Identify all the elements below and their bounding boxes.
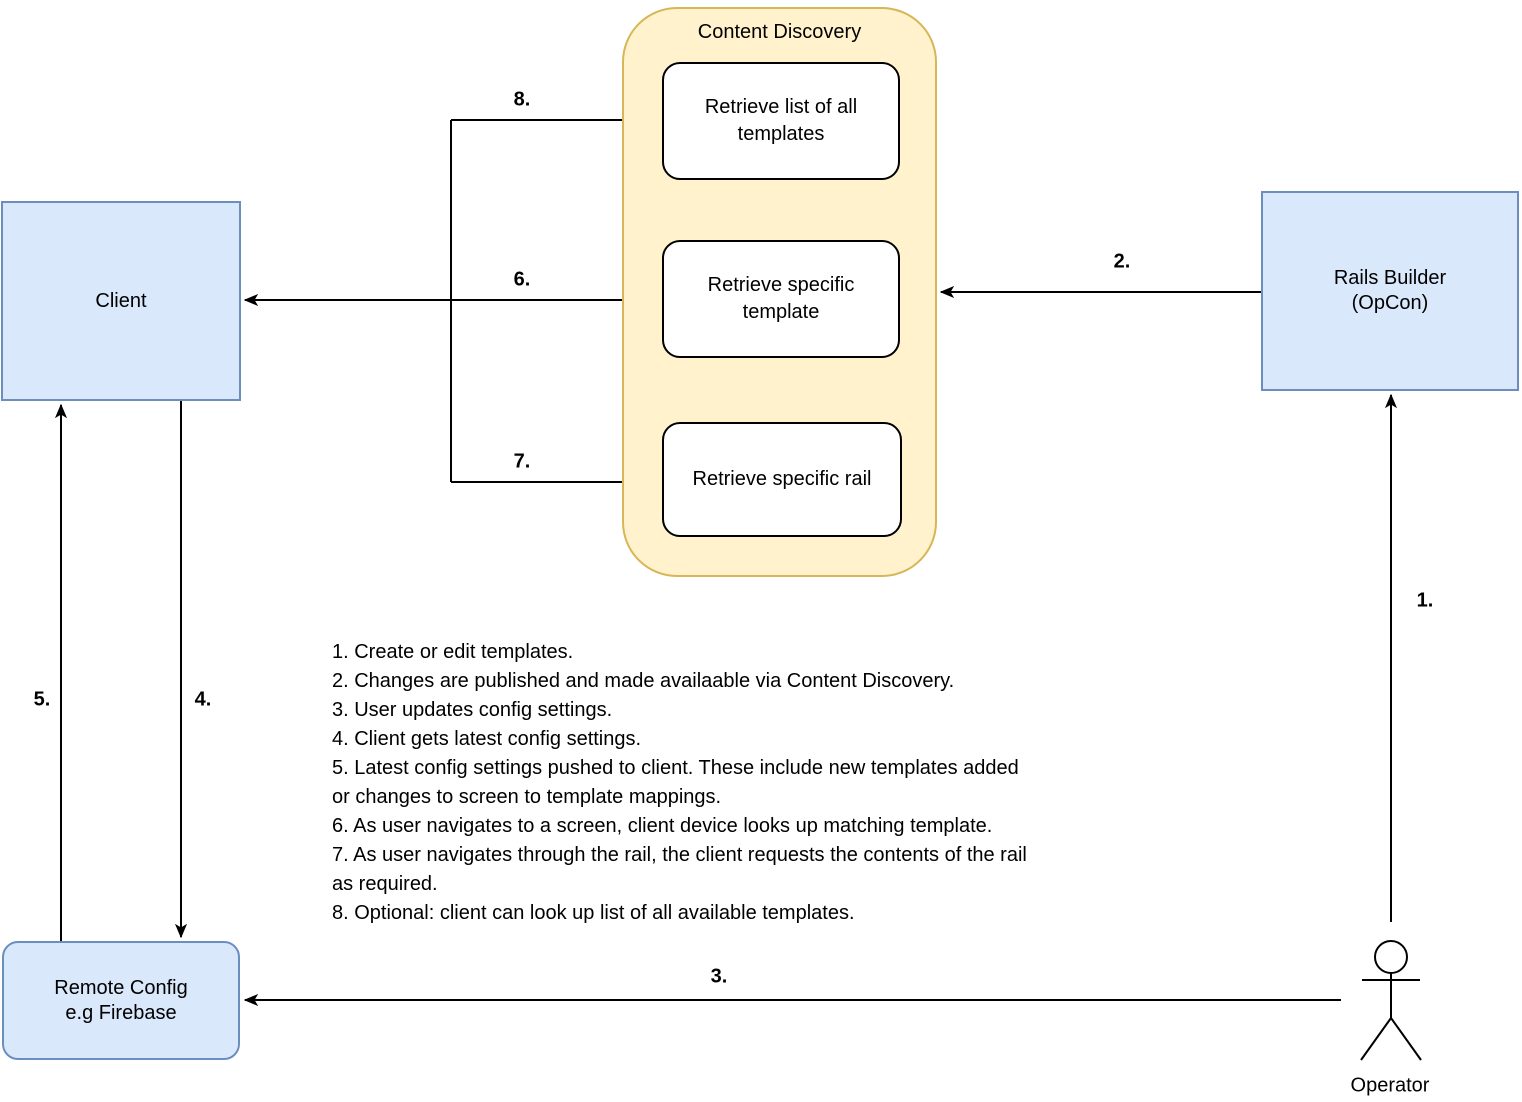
arrow-label-2: 2.	[1113, 250, 1131, 273]
note-line: 6. As user navigates to a screen, client…	[332, 815, 993, 837]
node-rails-builder-label-line1: Rails Builder	[1333, 267, 1447, 289]
node-retrieve-list-label: Retrieve list of all templates	[704, 96, 858, 145]
node-operator-label: Operator	[1350, 1074, 1430, 1097]
flow-notes: 1. Create or edit templates. 2. Changes …	[332, 638, 1212, 928]
node-retrieve-list-of-all-templates: Retrieve list of all templates	[662, 62, 900, 180]
node-retrieve-rail-label: Retrieve specific rail	[692, 468, 872, 490]
note-line: 1. Create or edit templates.	[332, 641, 574, 663]
node-retrieve-specific-template: Retrieve specific template	[662, 240, 900, 358]
group-content-discovery-title: Content Discovery	[697, 21, 862, 43]
note-line: 4. Client gets latest config settings.	[332, 728, 642, 750]
note-line: 3. User updates config settings.	[332, 699, 613, 721]
arrow-label-5: 5.	[33, 688, 51, 711]
node-remote-config-label-line1: Remote Config	[54, 976, 188, 999]
node-rails-builder-label-line2: (OpCon)	[1351, 292, 1429, 314]
node-client: Client	[1, 201, 241, 401]
operator-actor-icon	[1360, 940, 1422, 1061]
note-line: or changes to screen to template mapping…	[332, 786, 722, 808]
arrow-label-6: 6.	[513, 268, 531, 291]
arrow-label-3: 3.	[710, 965, 728, 988]
arrow-label-1: 1.	[1416, 589, 1434, 612]
arrow-label-8: 8.	[513, 88, 531, 111]
node-rails-builder: Rails Builder (OpCon)	[1261, 191, 1519, 391]
note-line: 2. Changes are published and made availa…	[332, 670, 955, 692]
node-remote-config: Remote Config e.g Firebase	[2, 941, 240, 1060]
arrow-label-4: 4.	[194, 688, 212, 711]
node-client-label: Client	[95, 289, 147, 312]
note-line: 5. Latest config settings pushed to clie…	[332, 757, 1019, 779]
arrow-label-7: 7.	[513, 450, 531, 473]
note-line: as required.	[332, 873, 438, 895]
note-line: 7. As user navigates through the rail, t…	[332, 844, 1027, 866]
note-line: 8. Optional: client can look up list of …	[332, 902, 855, 924]
node-retrieve-specific-rail: Retrieve specific rail	[662, 422, 902, 537]
group-content-discovery: Content Discovery Retrieve list of all t…	[622, 7, 937, 577]
node-remote-config-label-line2: e.g Firebase	[65, 1001, 177, 1024]
node-retrieve-template-label: Retrieve specific template	[707, 274, 855, 323]
